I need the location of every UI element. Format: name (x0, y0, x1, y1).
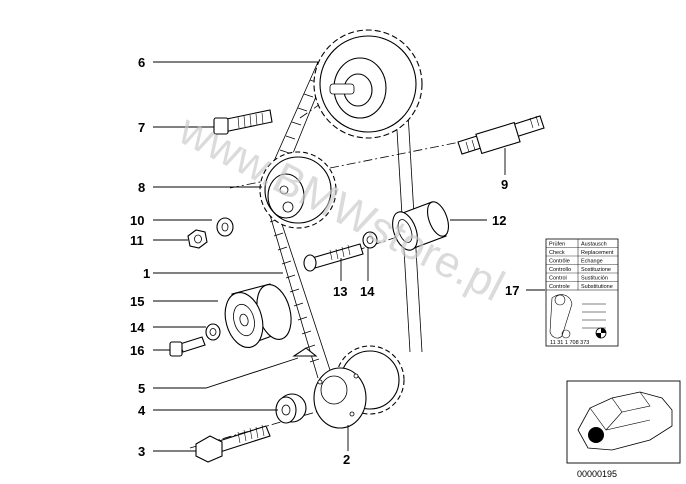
callout-5: 5 (138, 381, 145, 396)
sticker-replace-label: Austausch (581, 242, 607, 248)
callout-12: 12 (492, 213, 506, 228)
callout-7: 7 (138, 120, 145, 135)
callout-3: 3 (138, 444, 145, 459)
callout-13: 13 (333, 284, 347, 299)
washer-10 (216, 217, 234, 237)
spacer-4 (275, 393, 307, 424)
bolt-7 (213, 109, 273, 135)
sticker-replace-label: Substitutione (581, 284, 613, 290)
tensioner-pulley-15 (224, 283, 292, 348)
bolt-3 (195, 424, 271, 463)
callout-1: 1 (143, 266, 150, 281)
bolt-16 (169, 336, 206, 357)
callout-6: 6 (138, 55, 145, 70)
callout-16: 16 (130, 343, 144, 358)
vehicle-location-thumbnail: 00000195 (566, 380, 681, 479)
location-marker-icon (588, 427, 604, 443)
sticker-check-label: Check (549, 250, 565, 256)
callouts: 6 7 8 9 10 11 12 1 13 14 17 15 14 16 5 4… (130, 55, 519, 467)
callout-2: 2 (343, 452, 350, 467)
washer-14-upper (362, 231, 378, 249)
sticker-check-label: Contrôle (549, 259, 570, 265)
camshaft-sprocket (313, 29, 423, 139)
callout-9: 9 (501, 177, 508, 192)
sticker-check-label: Controle (549, 284, 570, 290)
callout-4: 4 (138, 403, 146, 418)
sticker-replace-label: Replacement (581, 250, 614, 256)
sticker-replace-label: Sostituzione (581, 267, 611, 273)
callout-10: 10 (130, 213, 144, 228)
sticker-replace-label: Sustitución (581, 276, 608, 282)
callout-14-lower: 14 (130, 320, 145, 335)
sticker-check-label: Control (549, 276, 567, 282)
nut-11 (187, 229, 208, 249)
callout-17: 17 (505, 283, 519, 298)
callout-11: 11 (130, 233, 144, 248)
image-code: 00000195 (577, 469, 617, 479)
callout-14-upper: 14 (360, 284, 375, 299)
crankshaft-sprocket (313, 345, 405, 429)
woodruff-key-5 (292, 347, 318, 357)
washer-14-lower (205, 323, 221, 341)
intermediate-sprocket (259, 151, 337, 229)
leader-lines (153, 61, 545, 452)
callout-8: 8 (138, 180, 145, 195)
callout-15: 15 (130, 294, 144, 309)
sticker-part-number: 11 31 1 708 373 (550, 340, 589, 346)
sticker-replace-label: Echange (581, 259, 603, 265)
sticker-check-label: Controllo (549, 267, 571, 273)
bushing-12 (392, 201, 450, 251)
shaft-9 (457, 115, 545, 155)
bolt-13 (303, 243, 364, 272)
sticker-check-label: Prüfen (549, 242, 565, 248)
